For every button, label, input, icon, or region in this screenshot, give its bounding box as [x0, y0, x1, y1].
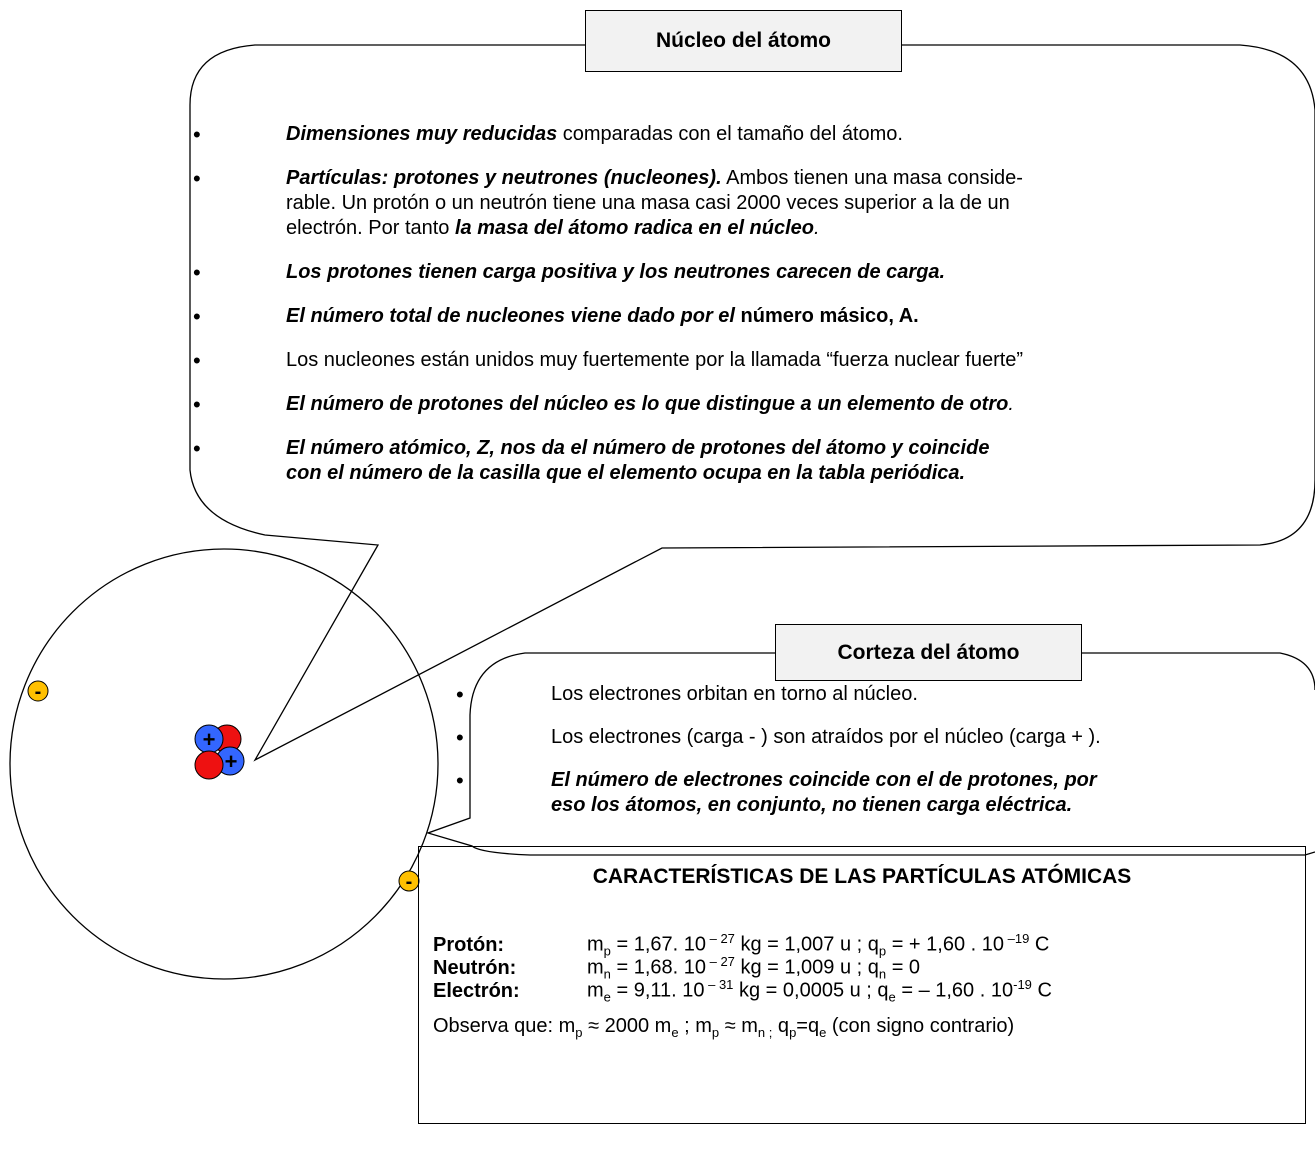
mass-rest: kg = 0,0005 u ; q [733, 979, 889, 1002]
nucleo-callout-bubble [189, 44, 1315, 762]
mass-value: = 1,68. 10 [610, 956, 706, 979]
electron-right: - [398, 870, 420, 893]
proton-plus-sign: + [203, 727, 216, 752]
bullet-text: rable. Un protón o un neutrón tiene una … [286, 192, 1010, 214]
mass-subscript: e [603, 989, 611, 1005]
nucleus: + + [194, 724, 245, 780]
row-label: Protón: [433, 933, 505, 956]
bullet-text: comparadas con el tamaño del átomo. [557, 123, 903, 145]
bullet-emphasis: Dimensiones muy reducidas [286, 123, 558, 145]
particle-properties-box: CARACTERÍSTICAS DE LAS PARTÍCULAS ATÓMIC… [418, 846, 1306, 1124]
note-subscript: n ; [757, 1025, 773, 1040]
list-item: Los electrones (carga - ) son atraídos p… [456, 725, 1315, 750]
list-item: Dimensiones muy reducidas comparadas con… [193, 122, 1313, 147]
electron-left: - [27, 680, 49, 703]
list-item: El número de electrones coincide con el … [456, 768, 1315, 818]
list-item: Los protones tienen carga positiva y los… [193, 260, 1313, 285]
charge-unit: C [1031, 979, 1052, 1002]
nucleo-title-text: Núcleo del átomo [655, 29, 832, 52]
bullet-emphasis: El número total de nucleones viene dado … [286, 305, 735, 327]
mass-exponent: – 31 [704, 977, 734, 992]
bullet-text: número másico, A. [734, 305, 919, 327]
list-item: El número atómico, Z, nos da el número d… [193, 436, 1313, 486]
mass-symbol: m [587, 979, 604, 1002]
bullet-text: Los nucleones están unidos muy fuertemen… [286, 349, 1024, 371]
mass-value: = 1,67. 10 [610, 933, 706, 956]
neutron-particle [194, 750, 224, 780]
list-item: Los electrones orbitan en torno al núcle… [456, 682, 1315, 707]
proton-plus-sign: + [225, 749, 238, 774]
electron-minus-sign: - [406, 871, 413, 893]
table-row: Protón:mp = 1,67. 10 – 27 kg = 1,007 u ;… [433, 931, 1049, 959]
mass-rest: kg = 1,009 u ; q [734, 956, 879, 979]
bullet-text: Los electrones orbitan en torno al núcle… [551, 683, 918, 705]
charge-unit: C [1029, 933, 1050, 956]
note-text: q [772, 1015, 790, 1037]
bullet-emphasis: , nos da el número de protones del átomo… [489, 437, 990, 459]
charge-value: = + 1,60 . 10 [886, 933, 1005, 956]
electron-orbit [9, 548, 439, 980]
list-item: Partículas: protones y neutrones (nucleo… [193, 166, 1313, 241]
note-subscript: e [671, 1025, 679, 1040]
list-item: Los nucleones están unidos muy fuertemen… [193, 348, 1313, 373]
properties-title: CARACTERÍSTICAS DE LAS PARTÍCULAS ATÓMIC… [592, 865, 1132, 888]
note-text: ≈ 2000 m [582, 1015, 672, 1037]
list-item: El número total de nucleones viene dado … [193, 304, 1313, 329]
note-text: =q [796, 1015, 820, 1037]
electron-minus-sign: - [35, 681, 42, 703]
table-row: Electrón:me = 9,11. 10 – 31 kg = 0,0005 … [433, 977, 1052, 1005]
corteza-title-text: Corteza del átomo [837, 640, 1020, 664]
charge-subscript: n [878, 966, 887, 982]
note-subscript: p [575, 1025, 583, 1040]
corteza-bullet-list: Los electrones orbitan en torno al núcle… [456, 682, 1315, 818]
bullet-emphasis: eso los átomos, en conjunto, no tienen c… [551, 794, 1073, 816]
bullet-emphasis: El número de electrones coincide con el … [551, 769, 1097, 791]
mass-rest: kg = 1,007 u ; q [734, 933, 879, 956]
bullet-emphasis: la masa del átomo radica en el núcleo [454, 217, 815, 239]
mass-symbol: m [587, 956, 604, 979]
row-label: Neutrón: [433, 956, 517, 979]
bullet-emphasis: Los protones tienen carga positiva y los… [286, 261, 946, 283]
list-item: El número de protones del núcleo es lo q… [193, 392, 1313, 417]
charge-value: = 0 [886, 956, 921, 979]
bullet-emphasis: El número de protones del núcleo es lo q… [286, 393, 1009, 415]
bullet-emphasis: Partículas: protones y neutrones (nucleo… [286, 167, 722, 189]
mass-subscript: p [603, 943, 611, 959]
mass-value: = 9,11. 10 [610, 979, 705, 1002]
bullet-text: Ambos tienen una masa conside- [721, 167, 1023, 189]
note-text: Observa que: m [433, 1015, 576, 1037]
mass-symbol: m [587, 933, 604, 956]
nucleo-title: Núcleo del átomo [585, 10, 902, 72]
nucleo-bullet-list: Dimensiones muy reducidas comparadas con… [193, 122, 1313, 486]
note-subscript: p [711, 1025, 720, 1040]
bullet-text: electrón. Por tanto [286, 217, 455, 239]
note-text: (con signo contrario) [826, 1015, 1015, 1037]
note-subscript: p [789, 1025, 797, 1040]
table-row: Neutrón:mn = 1,68. 10 – 27 kg = 1,009 u … [433, 954, 920, 982]
charge-value: = – 1,60 . 10 [895, 979, 1014, 1002]
row-label: Electrón: [433, 979, 520, 1002]
charge-subscript: e [888, 989, 896, 1005]
observa-note: Observa que: mp ≈ 2000 me ; mp ≈ mn ; qp… [433, 1015, 1014, 1040]
mass-exponent: – 27 [705, 931, 735, 946]
mass-subscript: n [603, 966, 611, 982]
bullet-text: . [814, 217, 820, 239]
bullet-emphasis: con el número de la casilla que el eleme… [286, 462, 966, 484]
bullet-emphasis: El número atómico, Z [286, 437, 490, 459]
charge-exponent: –19 [1004, 931, 1030, 946]
corteza-title: Corteza del átomo [775, 624, 1082, 681]
note-text: ; m [678, 1015, 712, 1037]
bullet-text: Los electrones (carga - ) son atraídos p… [551, 726, 1101, 748]
bullet-text: . [1008, 393, 1014, 415]
note-subscript: e [819, 1025, 827, 1040]
mass-exponent: – 27 [705, 954, 735, 969]
charge-subscript: p [878, 943, 887, 959]
charge-exponent: -19 [1013, 977, 1032, 992]
note-text: ≈ m [719, 1015, 758, 1037]
